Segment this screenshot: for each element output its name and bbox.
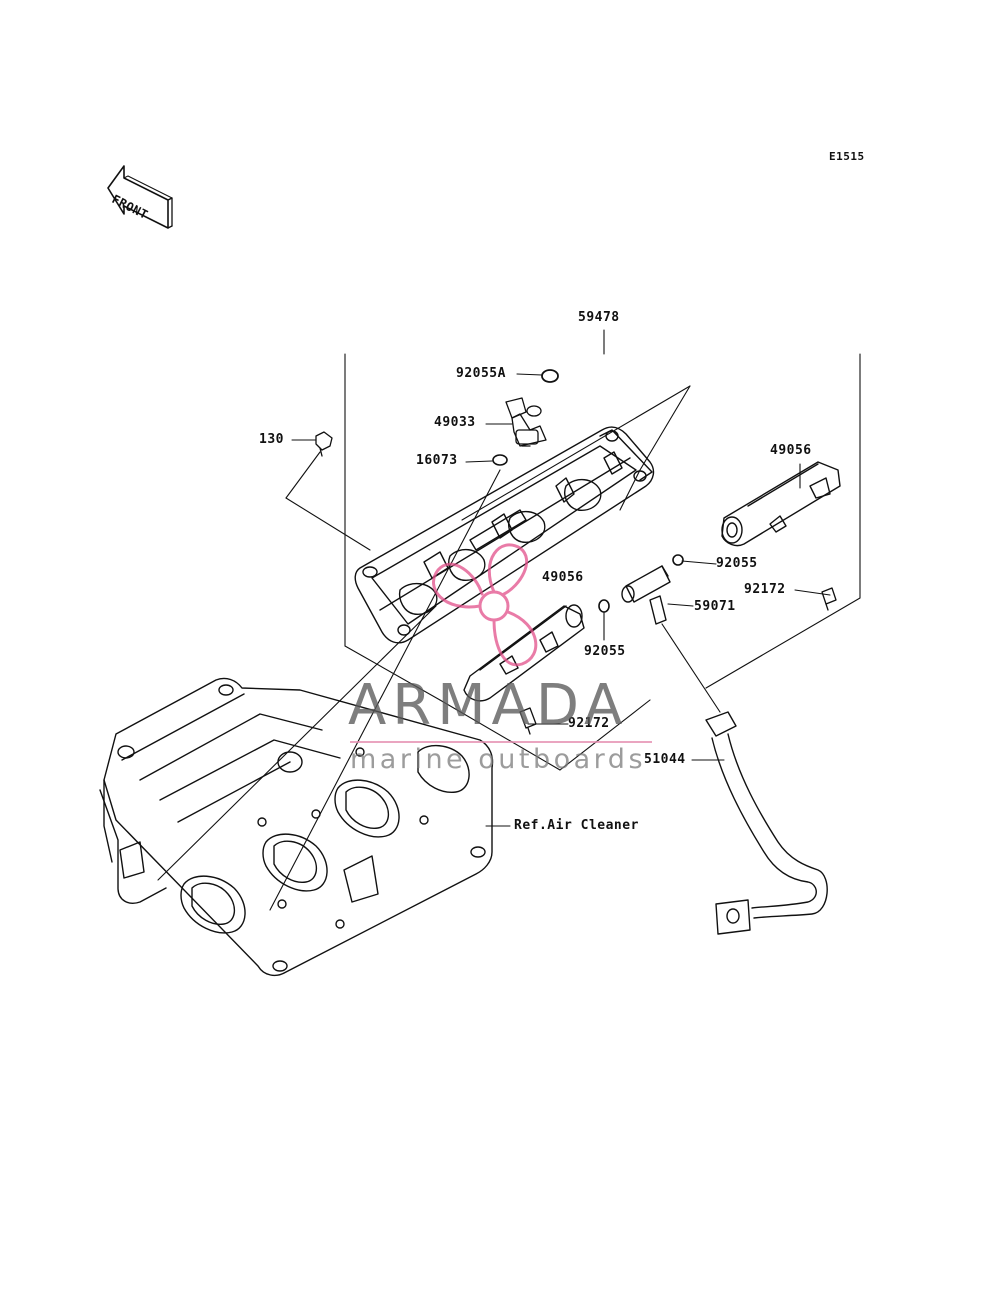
watermark-propeller-icon [432, 543, 538, 667]
o-ring-92055-center [598, 599, 610, 613]
o-ring-92055-right [672, 554, 684, 566]
part-label-49056-right[interactable]: 49056 [770, 443, 812, 458]
part-label-51044[interactable]: 51044 [644, 752, 686, 767]
part-label-92055-center[interactable]: 92055 [584, 644, 626, 659]
joint-59071 [621, 565, 671, 625]
delivery-pipe-49056-right [721, 461, 841, 547]
fuel-rail-housing [354, 426, 655, 644]
part-label-16073[interactable]: 16073 [416, 453, 458, 468]
diagram-code: E1515 [829, 150, 865, 163]
part-label-92055a[interactable]: 92055A [456, 366, 506, 381]
fuel-hose-51044 [705, 711, 828, 935]
part-label-92172-right[interactable]: 92172 [744, 582, 786, 597]
bolt-92172-right [821, 587, 837, 611]
part-label-92172-center[interactable]: 92172 [568, 716, 610, 731]
o-ring-16073 [492, 454, 508, 466]
part-label-59071[interactable]: 59071 [694, 599, 736, 614]
front-arrow-icon [107, 165, 173, 229]
sensor-49033 [505, 397, 547, 447]
part-label-49056-center[interactable]: 49056 [542, 570, 584, 585]
o-ring-92055a [541, 369, 559, 383]
delivery-pipe-49056-center [463, 604, 585, 702]
part-label-49033[interactable]: 49033 [434, 415, 476, 430]
part-label-92055-right[interactable]: 92055 [716, 556, 758, 571]
part-label-ref-air-cleaner[interactable]: Ref.Air Cleaner [514, 818, 639, 833]
watermark-divider [350, 741, 652, 743]
part-label-130[interactable]: 130 [259, 432, 284, 447]
watermark-subtitle: marine outboards [350, 744, 647, 775]
watermark-title: ARMADA [348, 673, 629, 738]
bolt-92172-center [519, 707, 537, 735]
leader-lines [157, 373, 831, 911]
part-label-59478[interactable]: 59478 [578, 310, 620, 325]
group-bracket-lines [344, 329, 861, 771]
air-cleaner-housing [99, 677, 494, 977]
bolt-130 [315, 431, 333, 457]
